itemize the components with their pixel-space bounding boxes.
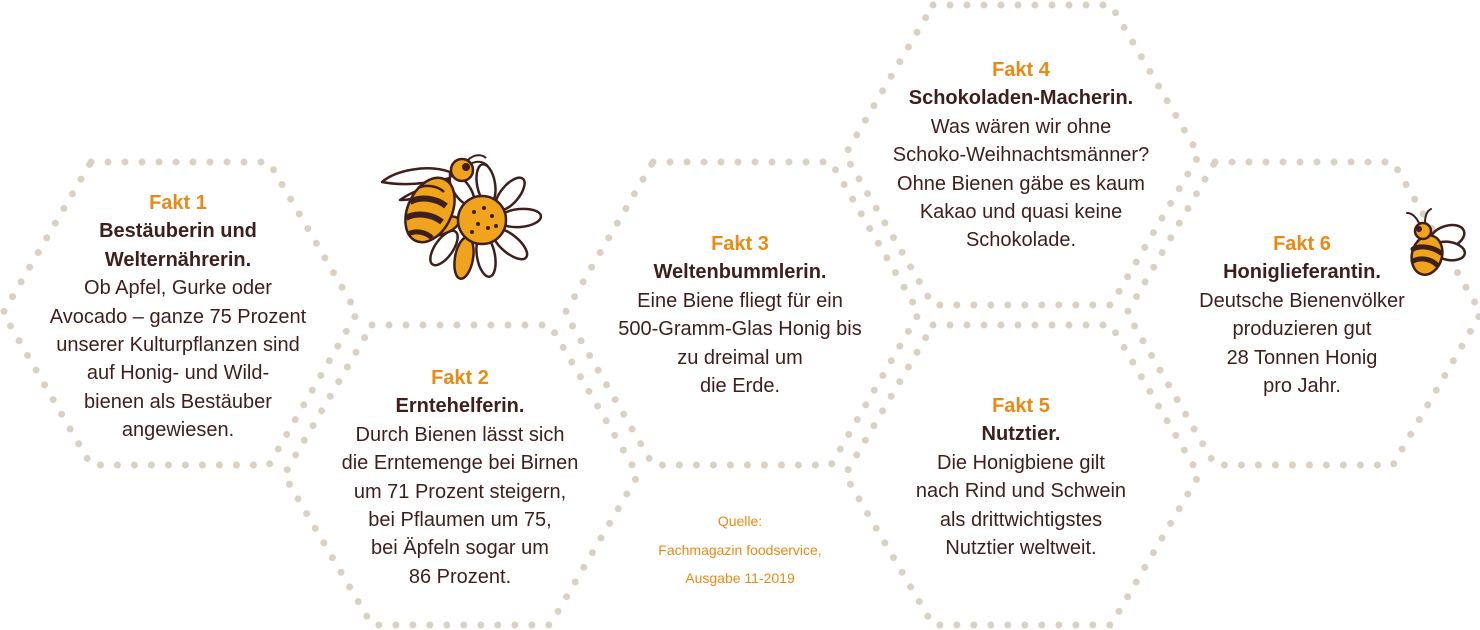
fact-number: Fakt 1 [149, 192, 207, 214]
hex-outline-fact-4 [840, 1, 1204, 309]
fact-title: Schokoladen-Macherin. [908, 87, 1134, 110]
fact-card-6: Fakt 6 Honiglieferantin. Deutsche Bienen… [1152, 230, 1452, 400]
fact-number: Fakt 4 [992, 59, 1050, 81]
fact-text: Durch Bienen lässt sich die Erntemenge b… [341, 423, 579, 588]
hex-outline-fact-3 [560, 158, 924, 469]
fact-card-3: Fakt 3 Weltenbummlerin. Eine Biene flieg… [590, 230, 890, 400]
hex-outline-fact-6 [1122, 158, 1480, 469]
hex-outline-fact-2 [279, 321, 643, 629]
fact-text: Ob Apfel, Gurke oder Avocado – ganze 75 … [49, 277, 307, 442]
fact-number: Fakt 6 [1273, 233, 1331, 255]
fact-title: Bestäuberin und Welternährerin. [99, 220, 257, 271]
fact-number: Fakt 5 [992, 395, 1050, 417]
bee-icon [1406, 208, 1467, 276]
hex-outline-fact-1 [0, 158, 362, 469]
fact-title: Honiglieferantin. [1223, 261, 1381, 284]
fact-card-5: Fakt 5 Nutztier. Die Honigbiene gilt nac… [871, 392, 1171, 562]
fact-number: Fakt 2 [431, 367, 489, 389]
source-note: Quelle: Fachmagazin foodservice, Ausgabe… [658, 513, 822, 586]
fact-card-2: Fakt 2 Erntehelferin. Durch Bienen lässt… [310, 364, 610, 591]
fact-text: Eine Biene fliegt für ein 500-Gramm-Glas… [618, 289, 862, 398]
fact-text: Deutsche Bienenvölker produzieren gut 28… [1199, 289, 1405, 398]
hex-outline-fact-5 [840, 321, 1204, 629]
fact-card-1: Fakt 1 Bestäuberin und Welternährerin. O… [28, 189, 328, 445]
fact-text: Was wären wir ohne Schoko-Weihnachtsmänn… [892, 115, 1150, 252]
bee-on-flower-icon [380, 154, 543, 280]
fact-title: Nutztier. [981, 423, 1061, 446]
fact-card-4: Fakt 4 Schokoladen-Macherin. Was wären w… [871, 56, 1171, 255]
fact-text: Die Honigbiene gilt nach Rind und Schwei… [915, 451, 1127, 560]
fact-title: Erntehelferin. [395, 395, 525, 418]
fact-title: Weltenbummlerin. [653, 261, 827, 284]
fact-number: Fakt 3 [711, 233, 769, 255]
